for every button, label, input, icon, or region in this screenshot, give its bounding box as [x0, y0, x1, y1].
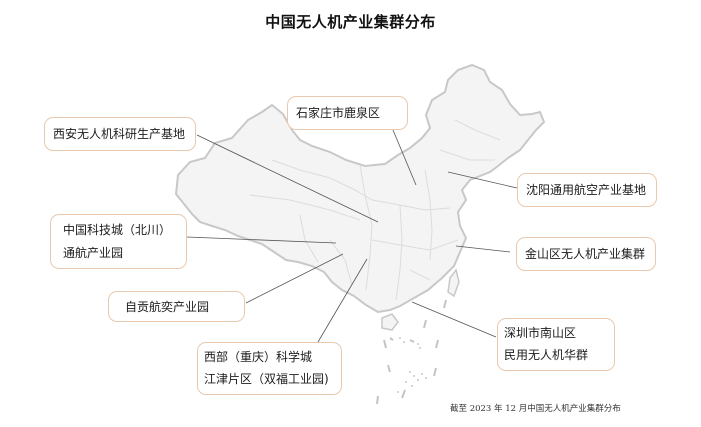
cluster-label-text: 通航产业园 — [63, 246, 124, 260]
leader-line-zigong — [245, 253, 344, 304]
cluster-label-text: 自贡航奕产业园 — [125, 300, 210, 314]
cluster-label-chongqing: 西部（重庆）科学城 江津片区（双福工业园) — [197, 342, 342, 395]
cluster-label-text: 民用无人机华群 — [504, 348, 589, 362]
cluster-label-xian: 西安无人机科研生产基地 — [44, 117, 196, 151]
cluster-label-shenyang: 沈阳通用航空产业基地 — [517, 173, 657, 207]
cluster-label-text: 石家庄市鹿泉区 — [296, 106, 381, 120]
cluster-label-text: 西部（重庆）科学城 — [204, 350, 313, 364]
cluster-label-text: 金山区无人机产业集群 — [525, 247, 646, 261]
taiwan-island — [447, 268, 460, 298]
cluster-label-text: 西安无人机科研生产基地 — [53, 127, 186, 141]
map-title: 中国无人机产业集群分布 — [265, 13, 436, 31]
leader-line-shenzhen — [411, 301, 497, 338]
footnote-source: 截至 2023 年 12 月中国无人机产业集群分布 — [450, 404, 621, 414]
china-mainland-shape — [174, 63, 546, 314]
south-china-sea-islands — [376, 299, 447, 405]
province-borders — [249, 119, 501, 301]
cluster-label-text: 深圳市南山区 — [504, 326, 577, 340]
leader-line-jinshan — [455, 245, 511, 253]
leader-line-shenyang — [447, 171, 518, 189]
cluster-label-jinshan: 金山区无人机产业集群 — [516, 237, 656, 271]
cluster-label-beichuan: 中国科技城（北川） 通航产业园 — [50, 214, 187, 269]
leader-line-beichuan — [186, 236, 337, 244]
cluster-label-text: 沈阳通用航空产业基地 — [526, 183, 647, 197]
cluster-label-text: 江津片区（双福工业园) — [204, 372, 329, 386]
cluster-label-zigong: 自贡航奕产业园 — [108, 291, 245, 322]
leader-lines — [186, 129, 518, 343]
leader-line-xian — [196, 134, 379, 223]
cluster-label-shijiazhuang: 石家庄市鹿泉区 — [287, 96, 408, 130]
cluster-label-text: 中国科技城（北川） — [63, 223, 172, 237]
hainan-island — [381, 313, 399, 331]
leader-line-chongqing — [317, 258, 368, 343]
leader-line-shijiazhuang — [392, 129, 417, 186]
cluster-label-shenzhen: 深圳市南山区 民用无人机华群 — [497, 318, 615, 371]
